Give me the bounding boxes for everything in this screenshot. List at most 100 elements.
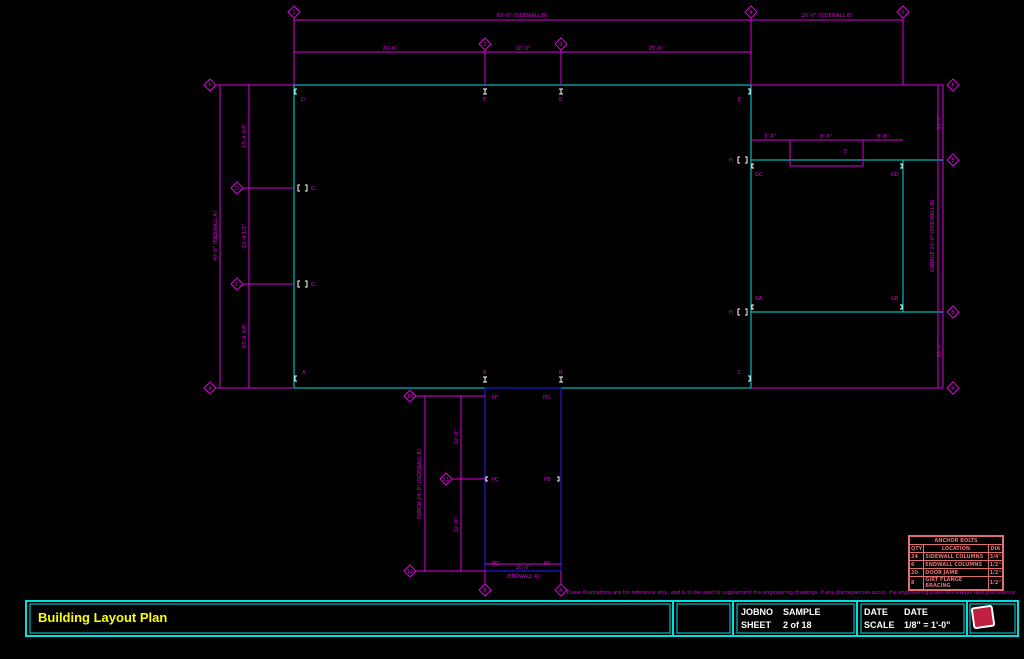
- anchor-col-qty: QTY: [908, 544, 925, 553]
- col-label-d: D: [301, 97, 305, 103]
- company-logo-icon: [970, 604, 996, 630]
- grid-marker-left-f: [203, 78, 217, 92]
- grid-marker-right-a: [946, 381, 960, 395]
- grid-label-left-f: F: [209, 83, 212, 89]
- date-label: DATE: [864, 607, 888, 617]
- dim-bay-3: 25'-6": [648, 46, 663, 52]
- table-cell: SIDEWALL COLUMNS: [923, 552, 989, 561]
- table-row: 6 ENDWALL COLUMNS 1/2": [908, 560, 1004, 569]
- col-label-pc: PC: [492, 477, 499, 483]
- col-label-gd: GD: [891, 172, 899, 178]
- grid-marker-4: [744, 5, 758, 19]
- table-row: 8 GIRT FLANGE BRACING 1/2": [908, 576, 1004, 590]
- col-label-a: A: [302, 370, 306, 376]
- title-block-frame: [25, 600, 1019, 637]
- reference-note: These illustrations are for reference on…: [566, 590, 1017, 596]
- dim-door-mid: 8'-0": [820, 134, 832, 140]
- col-label-pb: PB: [544, 477, 551, 483]
- dim-porch-bottom-label: (ENDWALL A): [506, 574, 539, 580]
- grid-label-porch-12: 12: [407, 569, 413, 575]
- col-label-g1: G: [311, 186, 315, 192]
- sheet-value: 2 of 18: [783, 620, 812, 630]
- anchor-bolts-table: ANCHOR BOLTS QTY LOCATION DIA 24 SIDEWAL…: [908, 535, 1004, 591]
- grid-label-right-f: F: [952, 83, 955, 89]
- col-label-ga: GA: [755, 296, 763, 302]
- dim-left-overall: 40'-0" (ENDWALL A): [213, 211, 219, 261]
- dim-bay-1: 20'-6": [382, 46, 397, 52]
- col-label-e3: E: [738, 97, 741, 103]
- col-label-pd-top: PD: [543, 395, 550, 401]
- grid-label-1: 1: [292, 10, 295, 16]
- col-label-h2: H: [729, 310, 733, 316]
- grid-marker-left-a: [203, 381, 217, 395]
- col-label-e1: E: [483, 97, 486, 103]
- col-label-pa: PA: [544, 561, 551, 567]
- grid-marker-porch-12: [403, 564, 417, 578]
- grid-label-left-d: D: [235, 186, 239, 192]
- table-row: 20 DOOR JAMB 1/2": [908, 568, 1004, 577]
- dim-porch-upper: 12'-0": [454, 429, 460, 444]
- garage-outline: [750, 159, 904, 313]
- table-cell: 20: [908, 568, 925, 577]
- anchor-col-dia: DIA: [987, 544, 1004, 553]
- col-label-e2: E: [559, 97, 562, 103]
- grid-label-porch-a: A: [559, 588, 563, 594]
- table-cell: 6: [908, 560, 925, 569]
- col-label-gc: GC: [755, 172, 763, 178]
- col-label-gb: GB: [891, 296, 899, 302]
- grid-marker-5: [896, 5, 910, 19]
- grid-label-2: 2: [483, 42, 486, 48]
- dim-right-bottom: 10'-0": [937, 342, 943, 357]
- jobno-label: JOBNO: [741, 607, 774, 617]
- dim-left-2: 13'-4 1/2": [242, 224, 248, 249]
- table-cell: 1/2": [987, 576, 1004, 590]
- grid-marker-2: [478, 37, 492, 51]
- scale-value: 1/8" = 1'-0": [904, 620, 951, 630]
- grid-label-right-e: E: [951, 158, 954, 164]
- table-cell: GIRT FLANGE BRACING: [923, 576, 989, 590]
- main-building-outline: [293, 84, 752, 389]
- table-cell: 1/2": [987, 568, 1004, 577]
- dim-door-small: 5': [844, 149, 849, 155]
- dim-door-right: 8'-6": [877, 134, 889, 140]
- grid-label-3: 3: [559, 42, 562, 48]
- table-cell: 24: [908, 552, 925, 561]
- dim-porch-bottom: 10'-0": [515, 565, 530, 571]
- table-cell: DOOR JAMB: [923, 568, 989, 577]
- col-label-h1: H: [729, 158, 733, 164]
- grid-label-left-c: C: [235, 282, 239, 288]
- table-cell: 8: [908, 576, 925, 590]
- grid-label-porch-b: B: [483, 588, 487, 594]
- anchor-col-location: LOCATION: [923, 544, 989, 553]
- col-label-pd-bottom: PD: [492, 561, 499, 567]
- scale-label: SCALE: [864, 620, 895, 630]
- dim-garage-top: 20'-0" (SIDEWALL B): [802, 13, 853, 19]
- col-label-g2: G: [311, 282, 315, 288]
- table-cell: ENDWALL COLUMNS: [923, 560, 989, 569]
- grid-label-5: 5: [901, 10, 904, 16]
- grid-label-left-a: A: [208, 386, 212, 392]
- sheet-label: SHEET: [741, 620, 772, 630]
- dim-right-top: 10'-0": [937, 114, 943, 129]
- grid-marker-porch-b: [478, 583, 492, 597]
- dim-porch-left: PORCH 24'-0" (SIDEWALL B): [417, 449, 423, 519]
- grid-marker-porch-11: [439, 472, 453, 486]
- dim-overall-top: 60'-0" (SIDEWALL B): [497, 13, 548, 19]
- table-row: 24 SIDEWALL COLUMNS 3/4": [908, 552, 1004, 561]
- col-label-pf: PF: [492, 395, 498, 401]
- grid-marker-left-c: [230, 277, 244, 291]
- grid-marker-right-e: [946, 153, 960, 167]
- dim-door-left: 3'-6": [764, 134, 776, 140]
- table-cell: 3/4": [987, 552, 1004, 561]
- col-label-b1: B: [483, 370, 487, 376]
- grid-label-right-b: B: [951, 310, 955, 316]
- dim-garage-right: GARAGE 20'-0" (ENDWALL B): [930, 200, 936, 273]
- dim-left-1: 13'-4 3/4": [242, 124, 248, 149]
- grid-marker-porch-a: [554, 583, 568, 597]
- jobno-value: SAMPLE: [783, 607, 821, 617]
- grid-label-4: 4: [749, 10, 752, 16]
- drawing-title: Building Layout Plan: [38, 610, 168, 625]
- grid-marker-3: [554, 37, 568, 51]
- grid-marker-left-d: [230, 181, 244, 195]
